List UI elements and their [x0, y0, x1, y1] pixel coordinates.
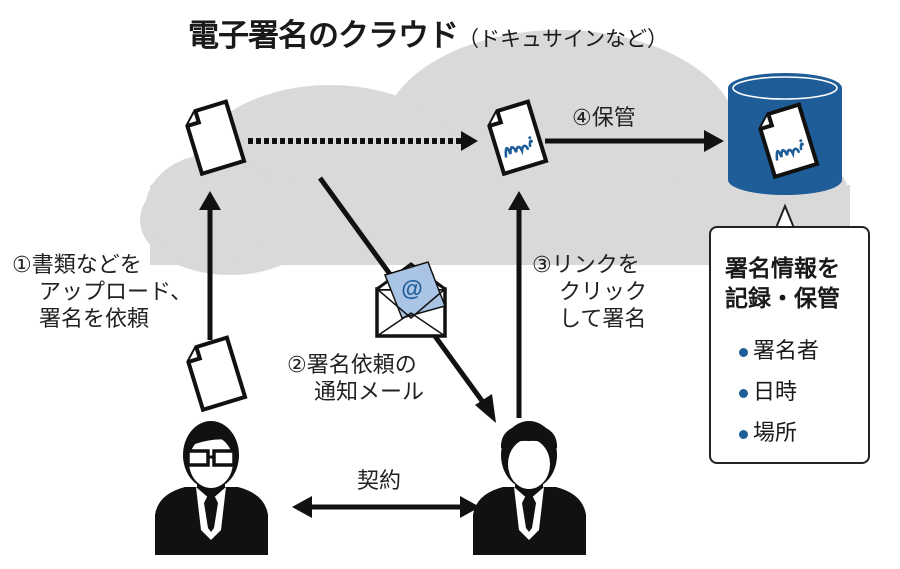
- step3-line: ③リンクを: [532, 253, 640, 278]
- cloud-shape: [140, 30, 850, 275]
- signature-info-callout: 署名情報を 記録・保管 署名者 日時 場所: [709, 226, 870, 464]
- step2-line: ②署名依頼の: [287, 353, 417, 378]
- document-icon-stored: [758, 102, 820, 180]
- person-requester-icon: [155, 421, 268, 555]
- callout-list-item: 場所: [739, 413, 819, 454]
- step3-line: して署名: [559, 307, 647, 332]
- step1-line: アップロード、: [39, 280, 193, 305]
- arrow-click-link-head: [508, 191, 530, 210]
- step3-line: クリック: [559, 280, 648, 305]
- callout-list: 署名者 日時 場所: [739, 331, 819, 454]
- arrow-contract-head-right: [460, 496, 480, 518]
- document-icon-local: [186, 335, 248, 413]
- dotted-arrow-head: [461, 131, 478, 151]
- document-icon-signed: [487, 99, 549, 177]
- title-main: 電子署名のクラウド: [188, 18, 459, 54]
- diagram-title: 電子署名のクラウド（ドキュサインなど）: [188, 10, 668, 55]
- callout-title-line: 記録・保管: [725, 286, 840, 312]
- arrow-upload-head: [199, 191, 221, 210]
- arrow-notification-head: [475, 394, 496, 423]
- at-sign-icon: @: [401, 276, 422, 301]
- callout-list-item: 日時: [739, 372, 819, 413]
- document-icon-unsigned: [185, 99, 247, 177]
- person-signer-icon: [473, 421, 586, 555]
- title-sub: （ドキュサインなど）: [458, 27, 668, 51]
- callout-title: 署名情報を 記録・保管: [725, 254, 840, 314]
- callout-title-line: 署名情報を: [725, 256, 840, 282]
- step4-label: ④保管: [572, 106, 636, 131]
- step1-line: 署名を依頼: [39, 307, 150, 332]
- step2-line: 通知メール: [314, 380, 425, 405]
- callout-pointer: [775, 203, 795, 229]
- step1-label: ①書類などを アップロード、 署名を依頼: [12, 252, 192, 333]
- arrow-contract-head-left: [292, 496, 312, 518]
- email-envelope-icon: @: [375, 261, 447, 338]
- database-icon: [728, 73, 842, 195]
- step1-line: ①書類などを: [12, 253, 142, 278]
- signature-icon: [504, 136, 533, 158]
- step3-label: ③リンクを クリック して署名: [532, 252, 647, 333]
- contract-label: 契約: [357, 469, 402, 494]
- step2-label: ②署名依頼の 通知メール: [287, 352, 424, 406]
- callout-list-item: 署名者: [739, 331, 819, 372]
- arrow-storage-head: [704, 130, 724, 152]
